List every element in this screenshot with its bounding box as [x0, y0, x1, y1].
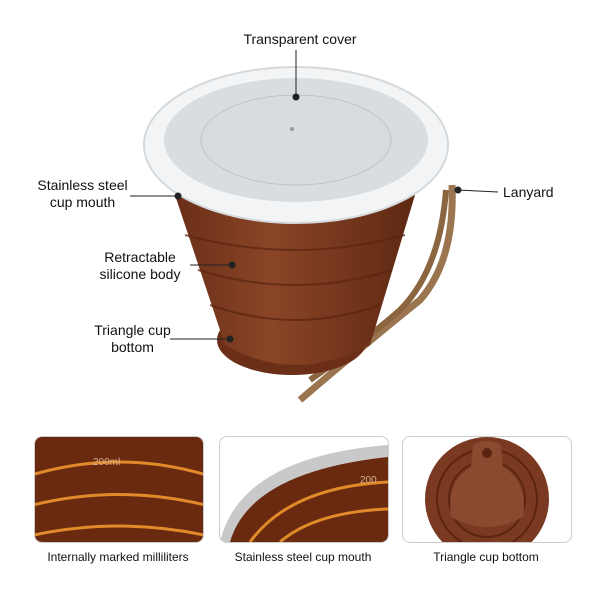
callout-triangle-bottom: Triangle cup bottom: [94, 322, 171, 355]
ml-mark: 200ml: [93, 457, 121, 468]
caption-steel-mouth: Stainless steel cup mouth: [234, 550, 372, 564]
detail-panel-steel-mouth: 200: [219, 436, 389, 543]
silicone-body: [175, 195, 415, 365]
caption-ml-marks: Internally marked milliliters: [47, 550, 189, 564]
cup-illustration: [130, 50, 499, 403]
callout-lanyard: Lanyard: [503, 184, 554, 200]
detail-panel-ml-marks: 200ml: [34, 436, 204, 543]
detail-panel-triangle-bottom: [402, 436, 572, 543]
callout-silicone-body: Retractable silicone body: [99, 249, 181, 282]
caption-triangle-bottom: Triangle cup bottom: [433, 550, 539, 564]
callout-transparent-cover: Transparent cover: [243, 31, 357, 47]
callout-stainless-mouth: Stainless steel cup mouth: [37, 177, 128, 210]
ml-mark: 200: [360, 475, 377, 486]
